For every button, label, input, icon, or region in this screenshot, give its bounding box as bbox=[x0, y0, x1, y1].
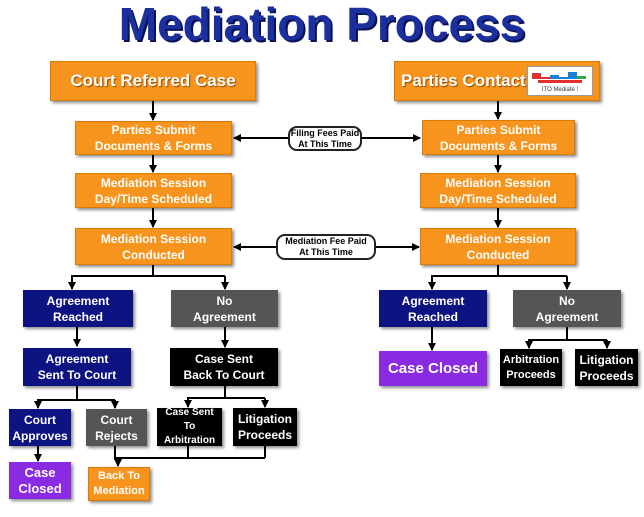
court-referred-case-box: Court Referred Case bbox=[50, 61, 256, 101]
logo-bars-icon bbox=[532, 72, 586, 83]
ito-mediate-logo: ITO Mediate ! bbox=[527, 66, 593, 96]
right-case-closed-box: Case Closed bbox=[379, 351, 487, 386]
page-title: Mediation Process bbox=[118, 0, 526, 50]
logo-text: ITO Mediate ! bbox=[541, 87, 579, 93]
